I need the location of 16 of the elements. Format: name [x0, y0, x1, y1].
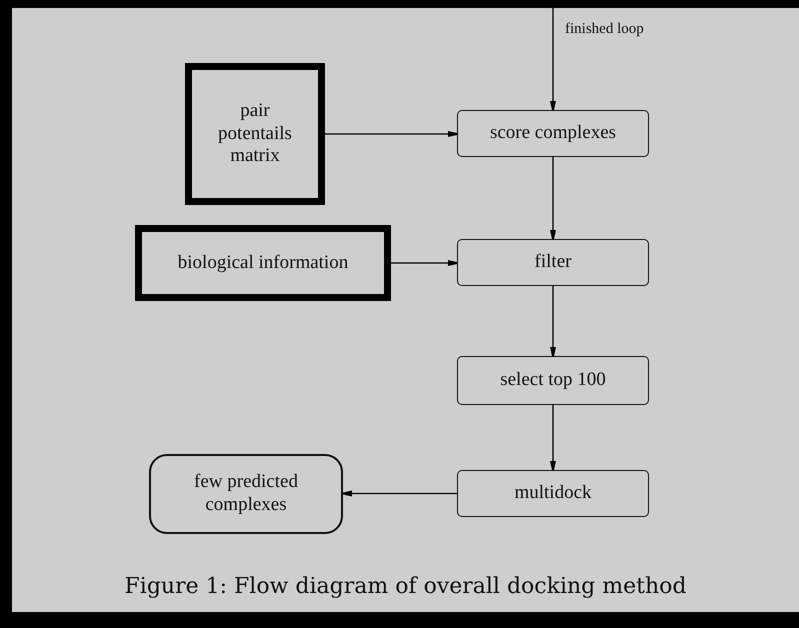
input-box: [185, 63, 325, 205]
node-label: biological information: [178, 252, 348, 274]
process-box: [457, 356, 649, 405]
process-box: [457, 470, 649, 517]
input-box: [135, 225, 391, 301]
figure-caption: Figure 1: Flow diagram of overall docking method: [124, 574, 688, 599]
node-label: score complexes: [490, 122, 616, 145]
node-label: pair potentails matrix: [217, 100, 293, 168]
process-box: [457, 110, 649, 157]
node-label: filter: [534, 251, 572, 274]
process-box: [457, 239, 649, 286]
node-label: select top 100: [500, 369, 606, 392]
node-label: few predicted complexes: [193, 471, 299, 517]
edge-label: finished loop: [565, 21, 644, 38]
output-box: [149, 454, 343, 534]
node-label: multidock: [514, 482, 592, 505]
